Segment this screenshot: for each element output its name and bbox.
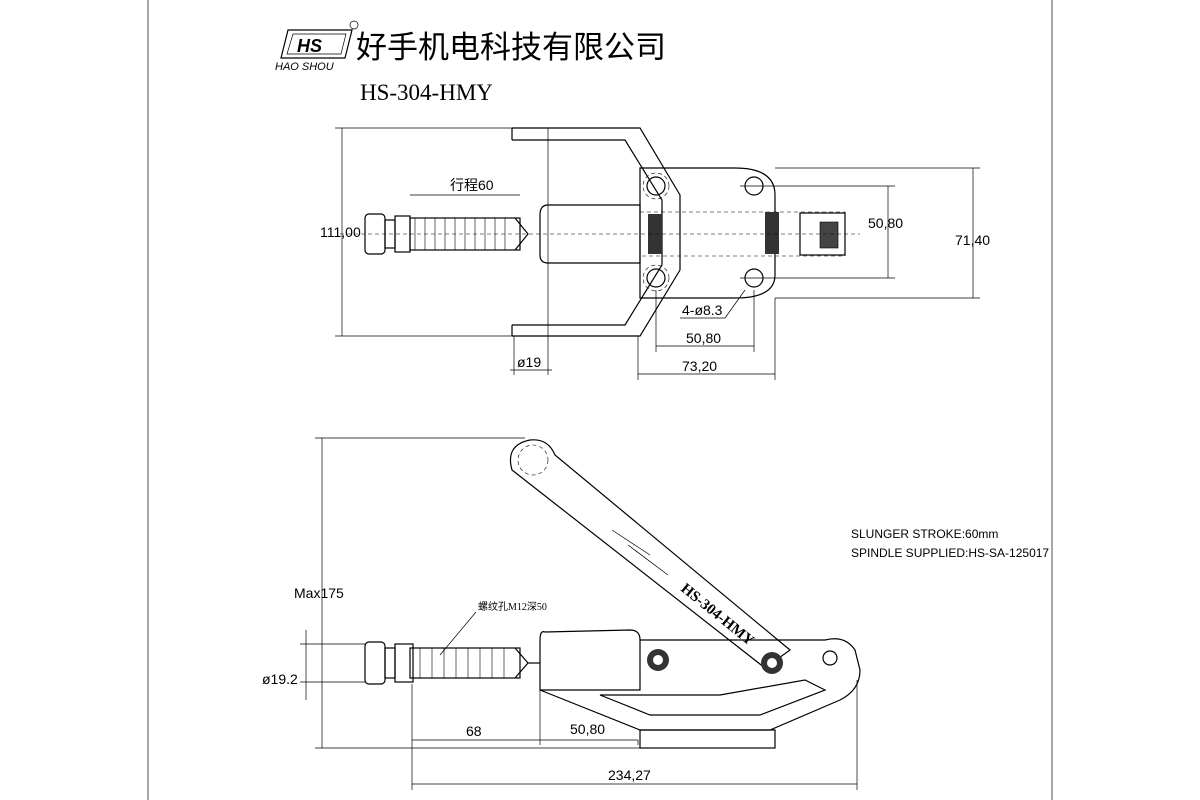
stroke-dimension: 行程60 (450, 177, 494, 193)
svg-text:HS: HS (297, 36, 322, 56)
dimension-68: 68 (466, 723, 482, 739)
note-spindle: SPINDLE SUPPLIED:HS-SA-125017 (851, 546, 1049, 560)
holes-dimension: 4-ø8.3 (682, 302, 723, 318)
model-number: HS-304-HMY (360, 80, 493, 105)
company-name: 好手机电科技有限公司 (356, 30, 666, 65)
rod-diameter-top: ø19 (517, 354, 541, 370)
note-stroke: SLUNGER STROKE:60mm (851, 527, 998, 541)
hole-spacing-vertical: 50,80 (868, 215, 903, 231)
handle-marking: HS-304-HMY (677, 581, 756, 650)
height-dimension: 111,00 (320, 224, 361, 240)
rod-diameter-side: ø19.2 (262, 671, 298, 687)
hole-spacing-horizontal: 50,80 (686, 330, 721, 346)
dimension-5080: 50,80 (570, 721, 605, 737)
svg-text:HAO SHOU: HAO SHOU (275, 61, 334, 73)
max-height-dimension: Max175 (294, 585, 344, 601)
thread-note: 螺纹孔M12深50 (478, 600, 547, 613)
base-width-dimension: 73,20 (682, 358, 717, 374)
side-view (300, 437, 861, 790)
overall-length-dimension: 234,27 (608, 767, 651, 783)
company-logo: HS HAO SHOU (275, 20, 359, 73)
top-view (335, 127, 980, 380)
base-height-dimension: 71,40 (955, 232, 990, 248)
